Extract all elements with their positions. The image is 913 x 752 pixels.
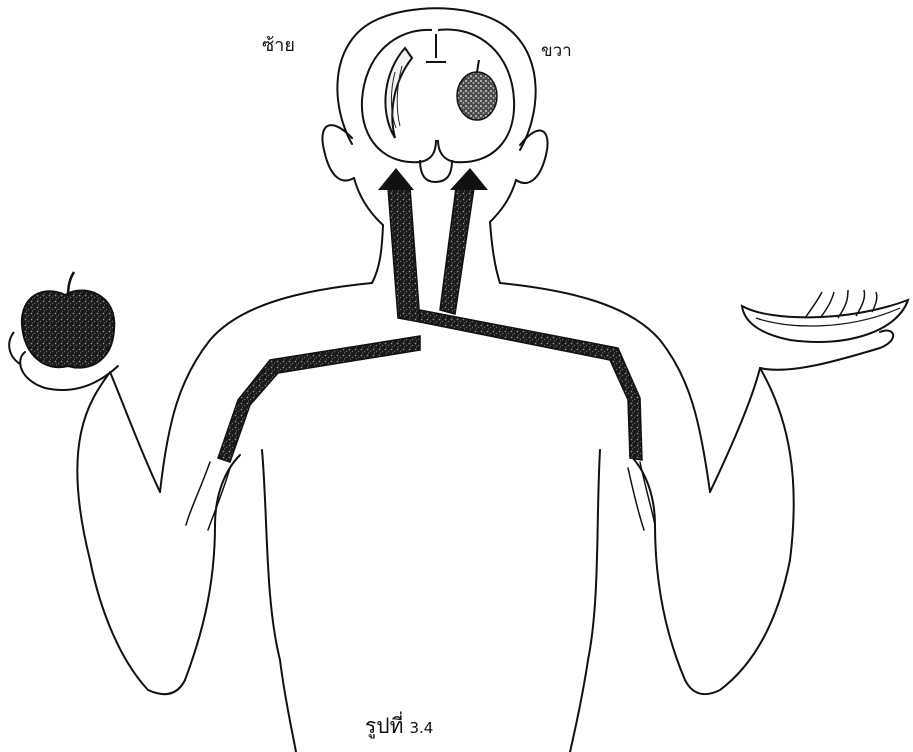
caption-prefix: รูปที่: [365, 714, 403, 738]
figure-caption: รูปที่ 3.4: [365, 710, 433, 743]
right-ear: [516, 131, 548, 183]
right-side-label: ขวา: [541, 37, 572, 64]
corpus-callosum: [426, 34, 446, 62]
brain-banana-image: [385, 48, 412, 138]
pathway-right-arm: [420, 310, 642, 460]
pathway-neck-right: [440, 188, 474, 314]
arrow-right: [450, 168, 488, 190]
brain-apple-image: [457, 60, 497, 120]
neural-pathways: [218, 168, 642, 462]
left-side-label: ซ้าย: [262, 30, 295, 59]
caption-number: 3.4: [409, 719, 433, 737]
arrow-left: [378, 168, 414, 190]
left-ear: [322, 125, 354, 180]
body-outline: [20, 8, 893, 752]
brainstem: [420, 160, 452, 182]
banana-in-right-hand: [742, 290, 908, 342]
brain-left-hemisphere: [362, 30, 436, 162]
head-outline: [337, 8, 535, 150]
pathway-left-arm: [218, 336, 420, 462]
pathway-neck-left: [388, 188, 420, 322]
